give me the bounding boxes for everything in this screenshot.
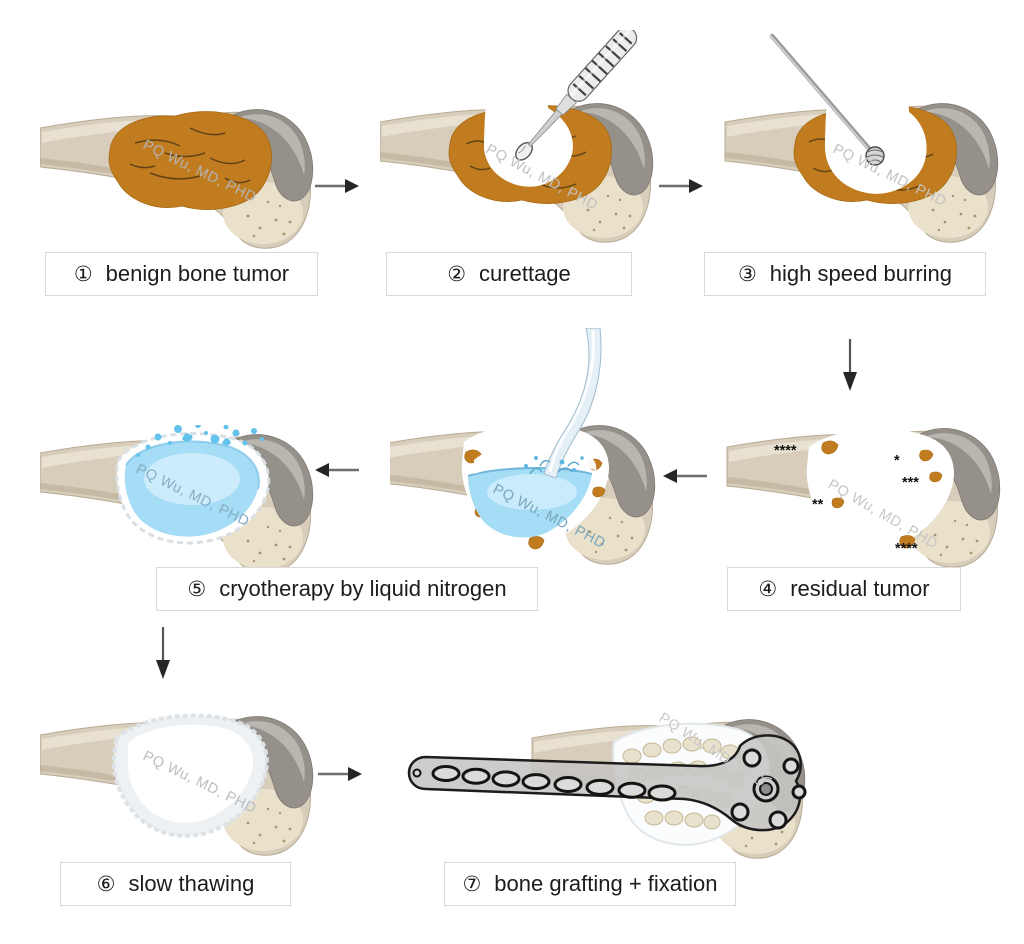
step-number: ⑦ (462, 872, 482, 896)
burr-instrument (769, 33, 885, 166)
screw-head (752, 775, 780, 803)
label-step-7: ⑦ bone grafting + fixation (444, 862, 736, 906)
asterisk-mark: **** (774, 443, 797, 459)
panel-curettage: PQ Wu, MD, PHD (380, 30, 660, 250)
panel-high-speed-burring: PQ Wu, MD, PHD (720, 28, 1010, 250)
burred-cavity (825, 96, 927, 194)
tumor-mass (108, 111, 272, 210)
panel-cryotherapy: PQ Wu, MD, PHD (40, 425, 320, 575)
step-number: ① (73, 262, 93, 286)
label-step-6: ⑥ slow thawing (60, 862, 291, 906)
asterisk-annotations: **** * *** ** **** (774, 443, 919, 557)
step-number: ④ (758, 577, 778, 601)
nitrogen-stream (524, 328, 602, 479)
nitrogen-splash-droplets (136, 425, 264, 457)
fixation-plate (407, 734, 807, 832)
step-text: bone grafting + fixation (494, 871, 718, 896)
asterisk-mark: *** (902, 475, 919, 491)
asterisk-mark: ** (812, 497, 824, 513)
arrow-left-icon (660, 466, 710, 491)
residual-tumor-flecks (821, 440, 943, 549)
step-number: ⑥ (96, 872, 116, 896)
step-text: benign bone tumor (105, 261, 290, 286)
step-number: ③ (737, 262, 757, 286)
panel-slow-thawing: PQ Wu, MD, PHD (40, 705, 320, 860)
arrow-right-icon (312, 176, 362, 201)
cavity (806, 428, 954, 550)
label-step-1: ① benign bone tumor (45, 252, 318, 296)
panel-bone-grafting-fixation: PQ Wu, MD, PHD (400, 672, 820, 867)
step-text: slow thawing (128, 871, 255, 896)
arrow-right-icon (656, 176, 706, 201)
step-text: residual tumor (790, 576, 930, 601)
step-number: ② (447, 262, 467, 286)
label-step-3: ③ high speed burring (704, 252, 986, 296)
step-number: ⑤ (187, 577, 207, 601)
label-step-5: ⑤ cryotherapy by liquid nitrogen (156, 567, 538, 611)
curette-instrument (515, 30, 638, 161)
panel-liquid-nitrogen-pour: PQ Wu, MD, PHD (390, 328, 660, 568)
label-step-4: ④ residual tumor (727, 567, 961, 611)
step-text: curettage (479, 261, 571, 286)
panel-residual-tumor: **** * *** ** **** PQ Wu, MD, PHD (725, 423, 1010, 570)
panel-benign-bone-tumor: PQ Wu, MD, PHD (40, 98, 320, 253)
step-text: cryotherapy by liquid nitrogen (219, 576, 507, 601)
arrow-down-icon (153, 624, 173, 687)
arrow-left-icon (312, 460, 362, 485)
thawing-frost-cavity (111, 713, 269, 838)
asterisk-mark: **** (895, 541, 918, 557)
asterisk-mark: * (894, 453, 900, 469)
arrow-right-icon (315, 764, 365, 789)
label-step-2: ② curettage (386, 252, 632, 296)
arrow-down-icon (840, 336, 860, 399)
step-text: high speed burring (769, 261, 953, 286)
